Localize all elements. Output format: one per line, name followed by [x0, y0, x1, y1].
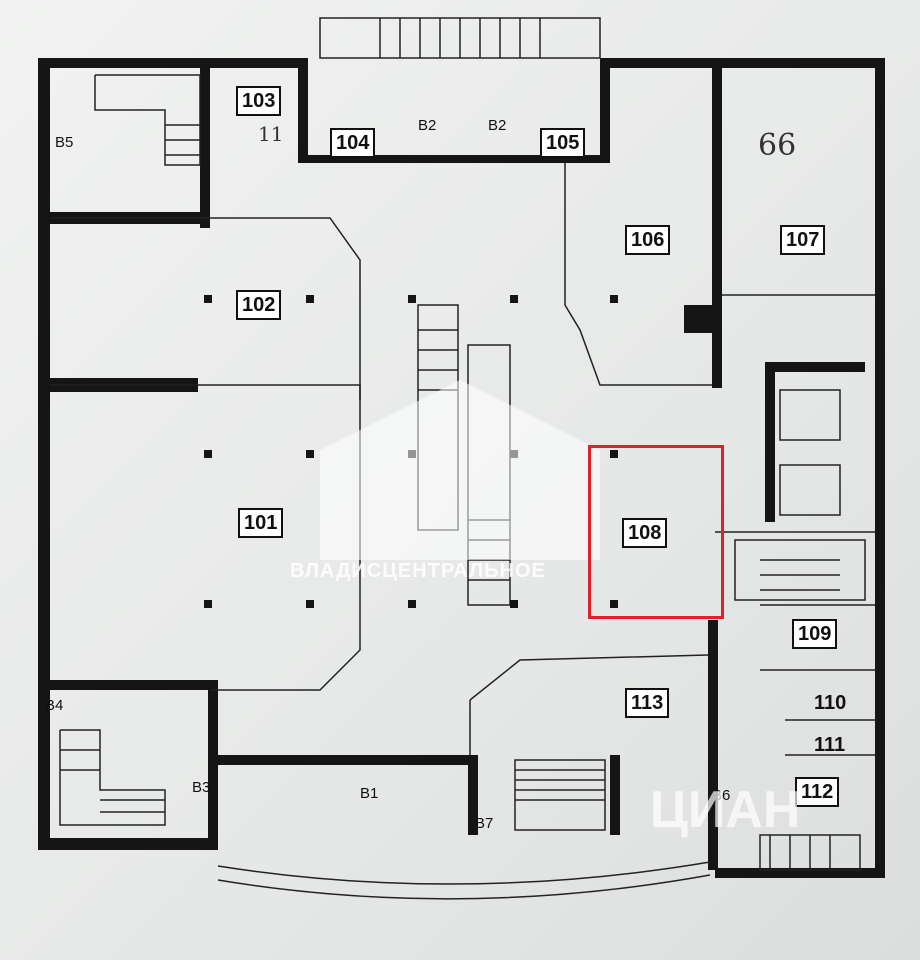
- stair-b5: [94, 74, 201, 166]
- entrance-canopy-outer: [217, 874, 711, 900]
- room-106-label: 106: [625, 225, 671, 255]
- wall-entrance-left: [298, 58, 308, 158]
- exit-b3: В3: [192, 779, 211, 796]
- exit-b4: В4: [45, 697, 64, 714]
- watermark-house-icon: [320, 380, 600, 560]
- watermark-brand-text: ВЛАДИСЦЕНТРАЛЬНОЕ: [290, 560, 546, 582]
- wall-b5: [200, 58, 210, 228]
- stair-b6: [759, 834, 861, 871]
- exit-b2-right: В2: [488, 117, 507, 134]
- stair-b7: [514, 759, 606, 831]
- stair-main-entrance: [319, 17, 601, 59]
- room-105-label: 105: [540, 128, 586, 158]
- outer-wall-left: [38, 58, 50, 848]
- stair-service: [734, 539, 866, 601]
- room-110-label: 110: [814, 692, 847, 714]
- room-109-label: 109: [792, 619, 838, 649]
- exit-b2-left: В2: [418, 117, 437, 134]
- wall-elevator-left: [765, 362, 775, 522]
- exit-b6: В6: [712, 787, 731, 804]
- outer-wall-bottom-right: [715, 868, 885, 878]
- handwritten-note-66: 66: [758, 128, 797, 163]
- outer-wall-top-right: [600, 58, 885, 68]
- wall-b7: [468, 755, 478, 835]
- room-104-label: 104: [330, 128, 376, 158]
- room-108-highlight: [588, 445, 724, 619]
- handwritten-note-11: 11: [258, 122, 284, 146]
- column-106: [684, 305, 712, 333]
- exit-b1: В1: [360, 785, 379, 802]
- outer-wall-right: [875, 58, 885, 878]
- room-108-label: 108: [622, 518, 668, 548]
- wall-service-left: [708, 620, 718, 870]
- exit-b5: В5: [55, 134, 74, 151]
- wall-106-right: [712, 68, 722, 388]
- watermark-cian-text: ЦИАН: [650, 781, 801, 839]
- outer-wall-bottom-left: [38, 838, 218, 850]
- stair-b4: [59, 729, 166, 826]
- room-113-label: 113: [625, 688, 670, 718]
- wall-b4-top: [38, 680, 218, 690]
- room-112-label: 112: [795, 777, 840, 807]
- room-102-label: 102: [236, 290, 282, 320]
- wall-entrance-bottom: [298, 155, 610, 163]
- wall-102-outline: [50, 217, 361, 400]
- wall-stair-right: [610, 755, 620, 835]
- exit-b7: В7: [475, 815, 494, 832]
- elevator-2: [779, 464, 841, 516]
- room-107-label: 107: [780, 225, 826, 255]
- room-103-label: 103: [236, 86, 282, 116]
- wall-b1-top: [208, 755, 468, 765]
- outer-wall-top-left: [38, 58, 308, 68]
- room-101-label: 101: [238, 508, 284, 538]
- wall-113-outline: [469, 654, 709, 701]
- wall-entrance-right: [600, 58, 610, 158]
- wall-101-outline: [50, 384, 361, 691]
- entrance-canopy-inner: [217, 861, 711, 885]
- elevator-1: [779, 389, 841, 441]
- wall-106-outline: [564, 163, 712, 386]
- wall-elevator-top: [765, 362, 865, 372]
- room-111-label: 111: [814, 734, 846, 756]
